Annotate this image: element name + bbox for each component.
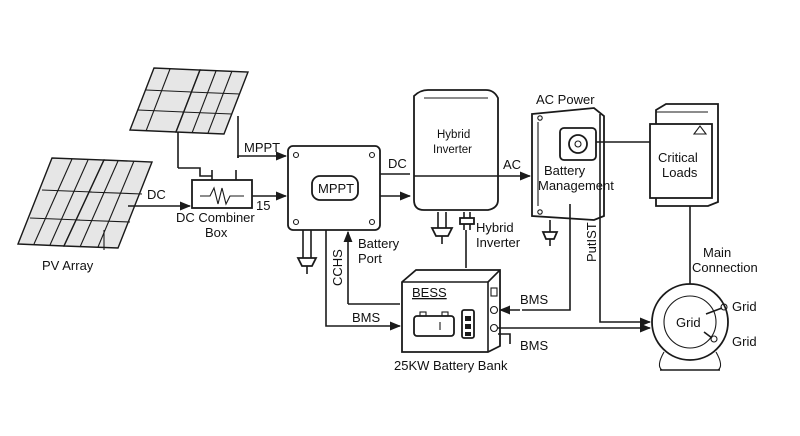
mppt-box-label: MPPT [318, 181, 354, 196]
pv-top-panels [128, 67, 250, 168]
hybrid-inverter-lower-label-2: Inverter [476, 235, 521, 250]
hybrid-inverter [413, 89, 499, 268]
battery-management-unit [531, 107, 605, 246]
bess-label: BESS [412, 285, 447, 300]
critical-loads-label-1: Critical [658, 150, 698, 165]
hybrid-inverter-lower-label-1: Hybrid [476, 220, 514, 235]
mppt-controller [287, 145, 381, 274]
bms-right-label: BMS [520, 292, 549, 307]
dc-left-label: DC [147, 187, 166, 202]
cchs-label: CCHS [330, 249, 345, 286]
main-connection-label-2: Connection [692, 260, 758, 275]
main-connection-label-1: Main [703, 245, 731, 260]
critical-loads-panel [649, 103, 719, 300]
dc-combiner-label-2: Box [205, 225, 228, 240]
mppt-top-label: MPPT [244, 140, 280, 155]
hybrid-inverter-label-2: Inverter [433, 144, 472, 156]
pv-array-panels [16, 157, 154, 250]
battery-port-label-1: Battery [358, 236, 400, 251]
battery-bank-label: 25KW Battery Bank [394, 358, 508, 373]
grid-center-label: Grid [676, 315, 701, 330]
pv-array-label: PV Array [42, 258, 94, 273]
battery-mgmt-label-2: Management [538, 178, 614, 193]
bms-left-label: BMS [352, 310, 381, 325]
dc-combiner-label-1: DC Combiner [176, 210, 255, 225]
num-15-label: 15 [256, 198, 270, 213]
dc-mid-label: DC [388, 156, 407, 171]
ac-power-label: AC Power [536, 92, 595, 107]
battery-mgmt-label-1: Battery [544, 163, 586, 178]
battery-port-label-2: Port [358, 251, 382, 266]
hybrid-inverter-label-1: Hybrid [437, 129, 470, 141]
grid-right-label-1: Grid [732, 299, 757, 314]
ac-label: AC [503, 157, 521, 172]
bms-bottom-label: BMS [520, 338, 549, 353]
pv-array-grid-left [29, 158, 143, 248]
critical-loads-label-2: Loads [662, 165, 698, 180]
putist-label: PutIST [584, 222, 599, 262]
dc-combiner-box [178, 167, 253, 209]
bess-battery-bank [401, 269, 501, 353]
grid-meter [651, 283, 729, 371]
grid-right-label-2: Grid [732, 334, 757, 349]
